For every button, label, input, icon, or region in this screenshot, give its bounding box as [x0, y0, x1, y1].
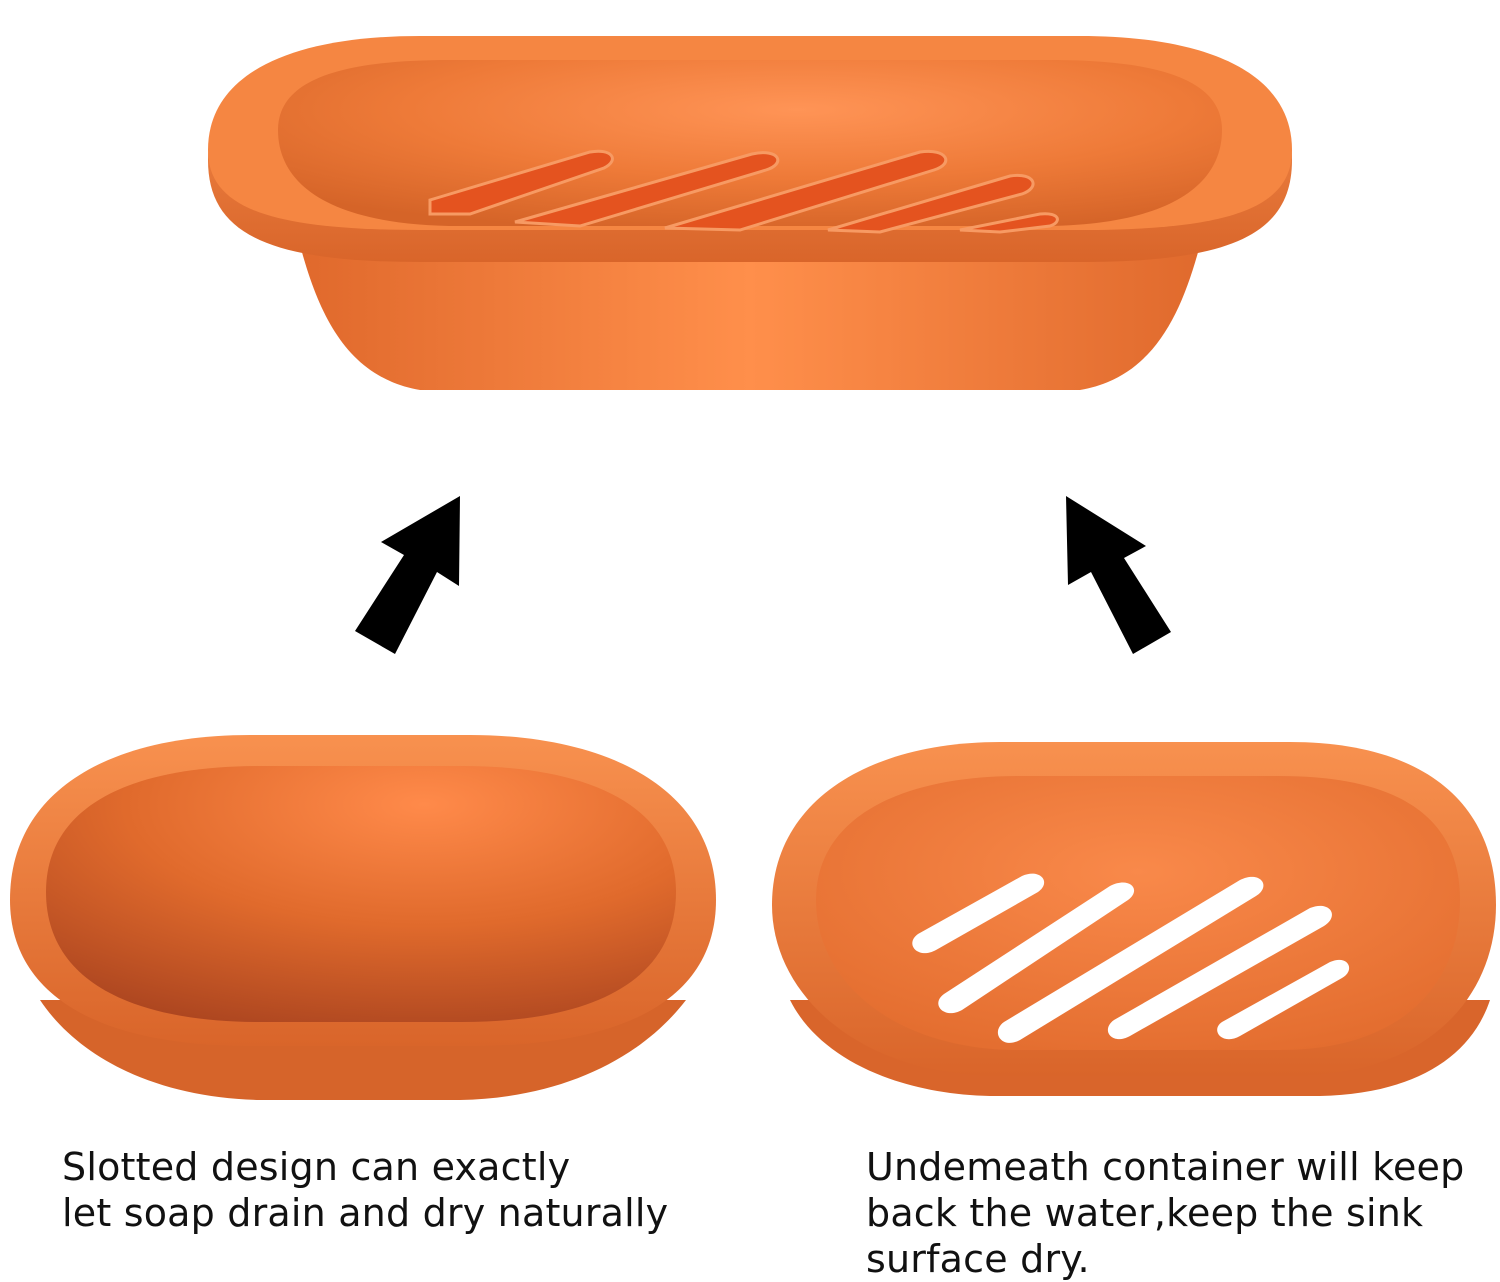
- bowl-inner: [46, 766, 676, 1022]
- top-soap-dish: [208, 36, 1292, 390]
- caption-right-line-2: back the water,keep the sink: [866, 1191, 1424, 1235]
- arrow-up-right-icon: [355, 496, 460, 654]
- bottom-slotted-tray: [772, 742, 1496, 1096]
- caption-right-line-1: Undemeath container will keep: [866, 1145, 1465, 1189]
- bottom-container-bowl: [10, 735, 716, 1100]
- caption-left-line-1: Slotted design can exactly: [62, 1145, 571, 1189]
- tray-slots: [912, 873, 1350, 1043]
- caption-underneath-container: Undemeath container will keep back the w…: [866, 1144, 1464, 1282]
- top-dish-body: [300, 245, 1200, 390]
- caption-right-line-3: surface dry.: [866, 1237, 1090, 1281]
- top-dish-slots: [428, 149, 1059, 234]
- caption-slotted-design: Slotted design can exactly let soap drai…: [62, 1144, 668, 1236]
- top-dish-basin: [278, 60, 1222, 226]
- caption-left-line-2: let soap drain and dry naturally: [62, 1191, 669, 1235]
- arrow-up-left-icon: [1066, 496, 1171, 654]
